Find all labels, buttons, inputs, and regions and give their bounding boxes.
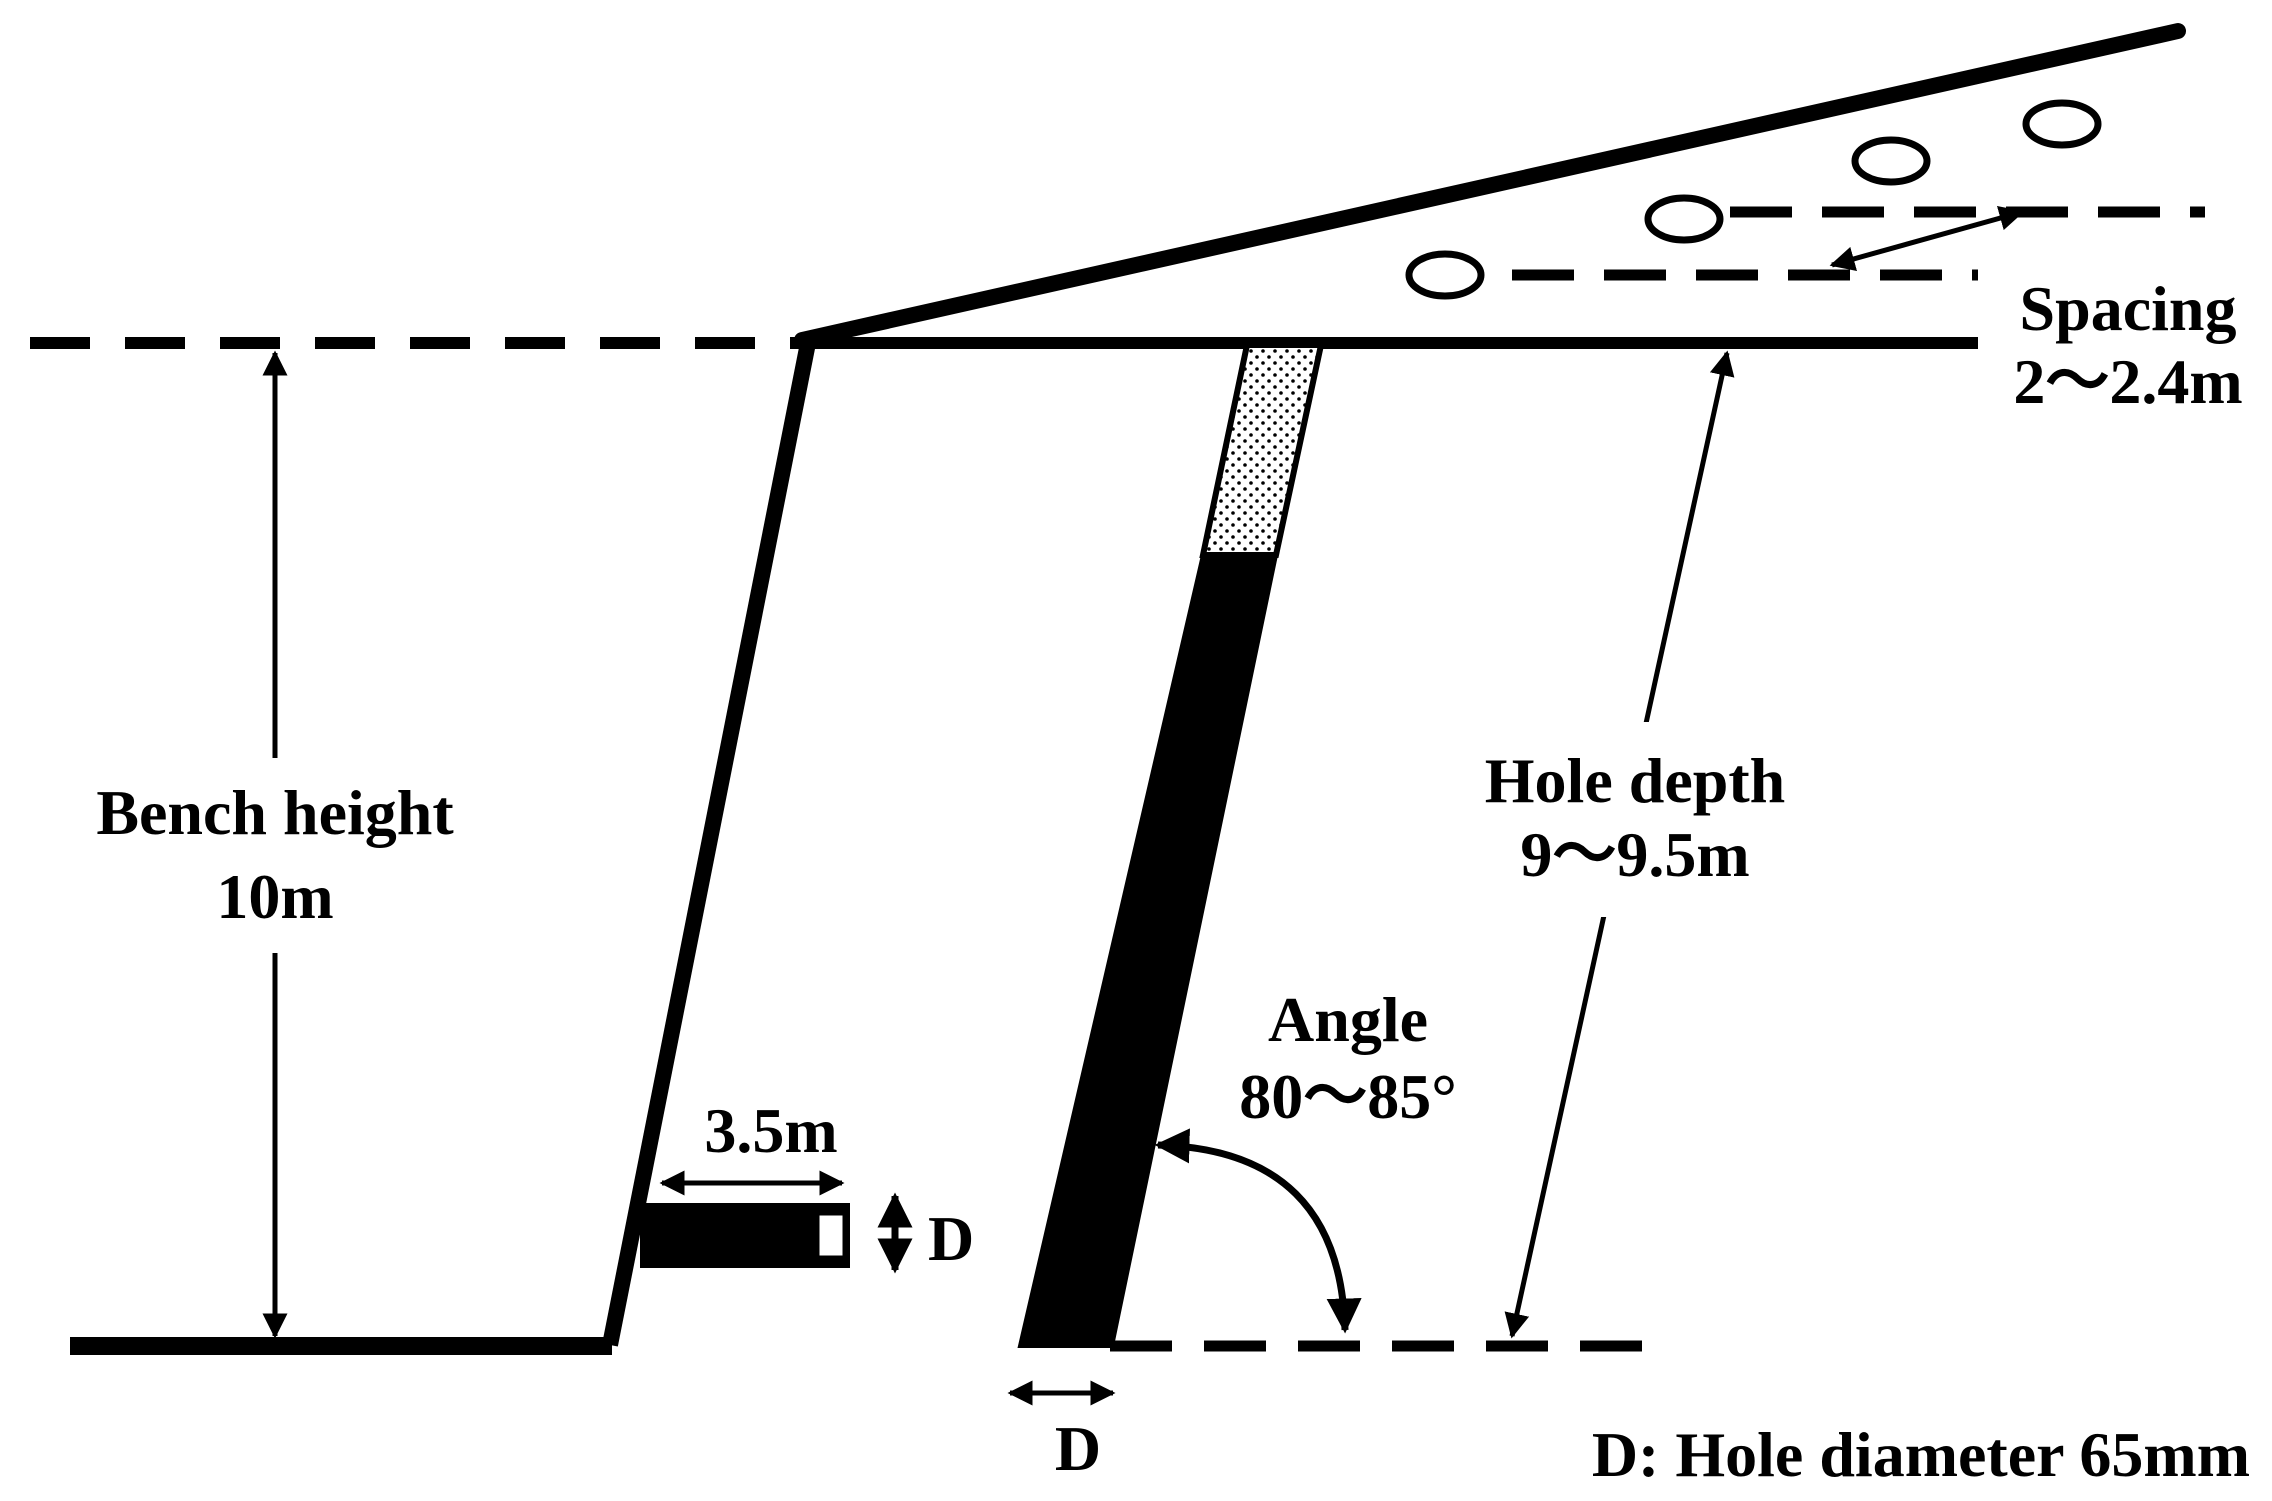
spacing-title: Spacing [2020,273,2237,344]
hole-depth-value: 9～9.5m [1520,819,1749,890]
bench-height-value: 10m [216,861,333,932]
hole-marker-3 [1851,136,1931,186]
bench-face-line [602,341,816,1347]
bench-height-label-bg [45,758,505,953]
upper-slope-line [794,23,2186,348]
angle-arc-arrow [1154,1128,1362,1334]
hole-marker-2 [1644,194,1724,244]
explosive-charge-section [1017,553,1279,1348]
hole-depth-title: Hole depth [1485,745,1785,816]
spacing-value: 2～2.4m [2013,346,2242,417]
side-hole-end [816,1212,846,1259]
hole-marker-4 [2022,99,2102,149]
hole-depth-arrow-gap [1590,722,1710,917]
hole-marker-1 [1405,250,1485,300]
side-hole-diameter-label: D [928,1203,974,1274]
spacing-arrow [1829,206,2025,271]
legend-hole-diameter: D: Hole diameter 65mm [1592,1419,2250,1490]
side-hole-length-label: 3.5m [704,1095,837,1166]
stemming-section [1199,342,1325,558]
angle-title: Angle [1268,984,1428,1055]
angle-value: 80～85° [1239,1061,1457,1132]
main-hole-diameter-label: D [1055,1413,1101,1484]
bench-height-title: Bench height [96,777,454,848]
side-hole [640,1203,850,1268]
